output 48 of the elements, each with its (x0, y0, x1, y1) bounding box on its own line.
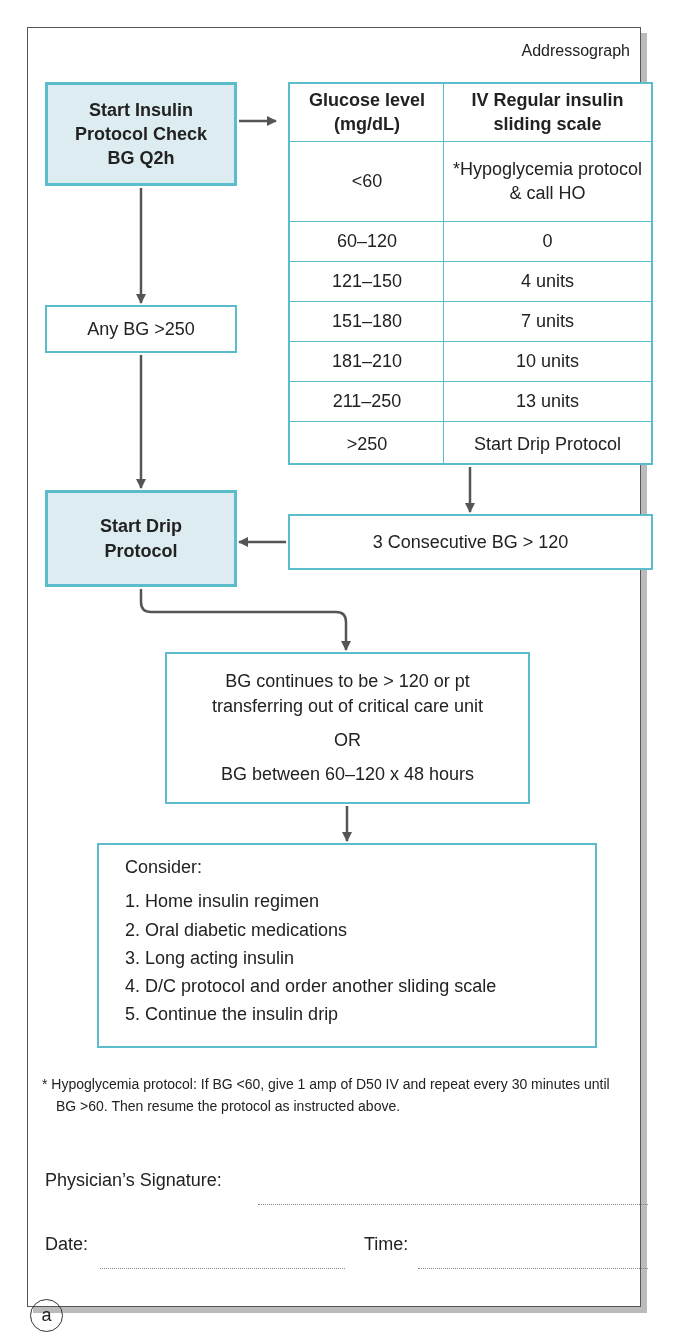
addressograph-label: Addressograph (520, 42, 630, 60)
process-box (97, 843, 597, 1048)
table-cell-text: Start Drip Protocol (472, 432, 623, 456)
table-cell: 7 units (444, 302, 651, 342)
table-cell: <60 (290, 142, 444, 222)
process-box (165, 652, 530, 804)
arrow (136, 188, 146, 304)
arrow (239, 116, 277, 126)
table-cell: 60–120 (290, 222, 444, 262)
process-box (45, 490, 237, 587)
node-text: Any BG >250 (87, 317, 195, 341)
process-box (45, 82, 237, 186)
arrow (136, 355, 146, 489)
arrow (342, 806, 352, 842)
table-cell: 121–150 (290, 262, 444, 302)
node-text: 3 Consecutive BG > 120 (372, 530, 569, 554)
table-cell: 0 (444, 222, 651, 262)
column-header: IV Regular insulin sliding scale (444, 84, 651, 142)
arrow (238, 537, 286, 547)
node-text: 5. Continue the insulin drip (125, 1003, 339, 1027)
process-box (45, 305, 237, 353)
time-label: Time: (364, 1234, 409, 1255)
table-cell: 13 units (444, 382, 651, 422)
table-cell: *Hypoglycemia protocol & call HO (444, 142, 651, 222)
node-text: Start Drip Protocol (99, 515, 183, 563)
node-text: 4. D/C protocol and order another sliding scale (125, 975, 497, 999)
node-text: OR (334, 729, 361, 752)
table-cell: 211–250 (290, 382, 444, 422)
column-header: Glucose level (mg/dL) (290, 84, 444, 142)
node-text: Start Insulin Protocol Check BG Q2h (74, 98, 208, 171)
node-text: BG between 60–120 x 48 hours (220, 763, 475, 787)
node-text: BG continues to be > 120 or pt transferring out of critical care unit (210, 670, 485, 718)
table-cell-text: >250 (345, 432, 389, 456)
node-text: 2. Oral diabetic medications (125, 918, 348, 942)
table-cell: 10 units (444, 342, 651, 382)
node-text: Consider: (125, 856, 203, 879)
process-box (288, 514, 653, 570)
footnote: * Hypoglycemia protocol: If BG <60, give 1 amp of D50 IV and repeat every 30 minutes until BG >60. Then resume the protocol as instructed above. (42, 1075, 611, 1117)
arrow (465, 467, 475, 513)
table-cell: 151–180 (290, 302, 444, 342)
node-text: 3. Long acting insulin (125, 946, 295, 970)
date-label: Date: (45, 1234, 89, 1255)
arrow (139, 589, 351, 651)
node-text: 1. Home insulin regimen (125, 890, 320, 914)
table-cell: 4 units (444, 262, 651, 302)
table-cell: 181–210 (290, 342, 444, 382)
signature-label: Physician’s Signature: (45, 1170, 222, 1191)
sliding-scale-table (288, 82, 653, 465)
